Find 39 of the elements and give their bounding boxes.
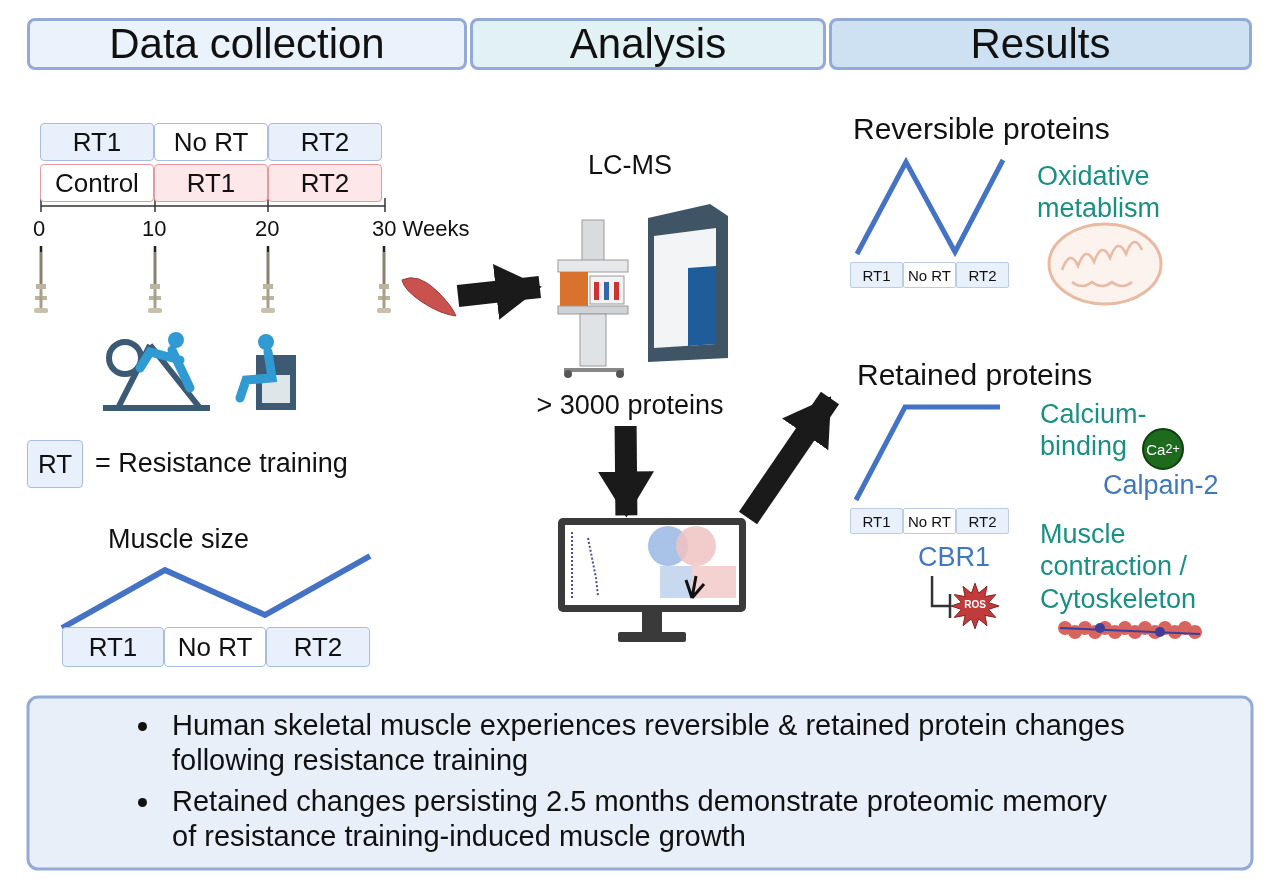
axis-tick-label: 10: [142, 216, 167, 242]
section-header: [829, 18, 1252, 70]
bullet-point: Retained changes persisting 2.5 months demonstrate proteomic memory of resistance training-induced muscle growth: [130, 784, 1130, 855]
phase-cell: RT1: [62, 627, 164, 667]
phase-cell: RT2: [266, 627, 370, 667]
chart-title: Muscle size: [108, 524, 250, 555]
category-label: Oxidative metablism: [1037, 160, 1162, 225]
axis-tick-label: 30 Weeks: [372, 216, 470, 242]
timeline-cell: RT2: [268, 164, 382, 202]
section-heading: Reversible proteins: [853, 112, 1110, 146]
axis-tick-label: 0: [33, 216, 46, 242]
timeline-cell: RT1: [40, 123, 154, 161]
instrument-label: LC-MS: [587, 150, 673, 181]
section-title: Data collection: [109, 20, 385, 68]
bullet-point: Human skeletal muscle experiences reversible & retained protein changes following resistance training: [130, 708, 1130, 779]
axis-tick-label: 20: [255, 216, 280, 242]
phase-cell: RT2: [956, 262, 1009, 288]
category-label: Muscle contraction / Cytoskeleton: [1040, 518, 1198, 616]
section-header: [27, 18, 467, 70]
phase-cell: No RT: [903, 262, 956, 288]
timeline-cell: No RT: [154, 123, 268, 161]
protein-count: > 3000 proteins: [535, 390, 725, 421]
abbreviation-key: RT: [27, 440, 83, 488]
timeline-cell: Control: [40, 164, 154, 202]
section-heading: Retained proteins: [857, 358, 1127, 398]
abbreviation-definition: = Resistance training: [95, 448, 348, 479]
phase-cell: RT2: [956, 508, 1009, 534]
timeline-cell: RT2: [268, 123, 382, 161]
phase-cell: RT1: [850, 508, 903, 534]
protein-label: Calpain-2: [1103, 470, 1219, 501]
ros-label: ROS: [963, 599, 987, 610]
phase-cell: No RT: [164, 627, 266, 667]
timeline-cell: RT1: [154, 164, 268, 202]
protein-label: CBR1: [918, 542, 996, 576]
section-header: [470, 18, 826, 70]
phase-cell: RT1: [850, 262, 903, 288]
phase-cell: No RT: [903, 508, 956, 534]
section-title: Analysis: [569, 20, 727, 68]
section-title: Results: [970, 20, 1111, 68]
